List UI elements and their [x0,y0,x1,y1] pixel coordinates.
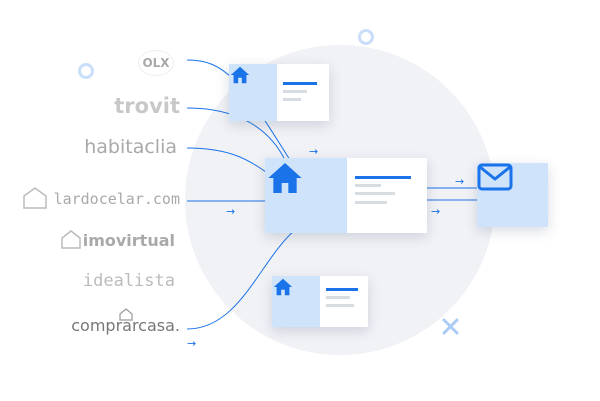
house-icon [268,163,302,193]
email-card [477,163,548,227]
arrow-icons: → → → → → [187,145,464,350]
svg-text:→: → [455,175,464,188]
logo-lardocelar: lardocelar.com [53,190,180,208]
line-habitaclia [186,147,271,176]
logo-imovirtual: imovirtual [82,231,175,250]
svg-text:→: → [187,337,196,350]
logo-idealista: idealista [82,271,175,291]
logo-trovit: trovit [114,94,180,118]
decor-cross-icon [442,318,459,335]
decor-ring-icon [78,63,94,79]
house-icon [273,278,293,296]
envelope-icon [477,163,513,191]
svg-text:→: → [431,205,440,218]
listing-card-small-top [229,64,329,121]
connector-lines [186,59,478,330]
listing-card-main [265,158,427,233]
logo-habitaclia: habitaclia [84,136,177,158]
line-trovit [186,107,286,161]
logo-comprarcasa: comprarcasa. [71,316,180,335]
logo-olx: OLX [138,50,174,76]
house-icon [230,66,250,84]
svg-text:→: → [226,205,235,218]
svg-text:→: → [309,145,318,158]
listing-card-small-bottom [272,276,368,327]
line-comprarcasa [186,229,296,330]
decor-ring-icon [358,29,374,45]
